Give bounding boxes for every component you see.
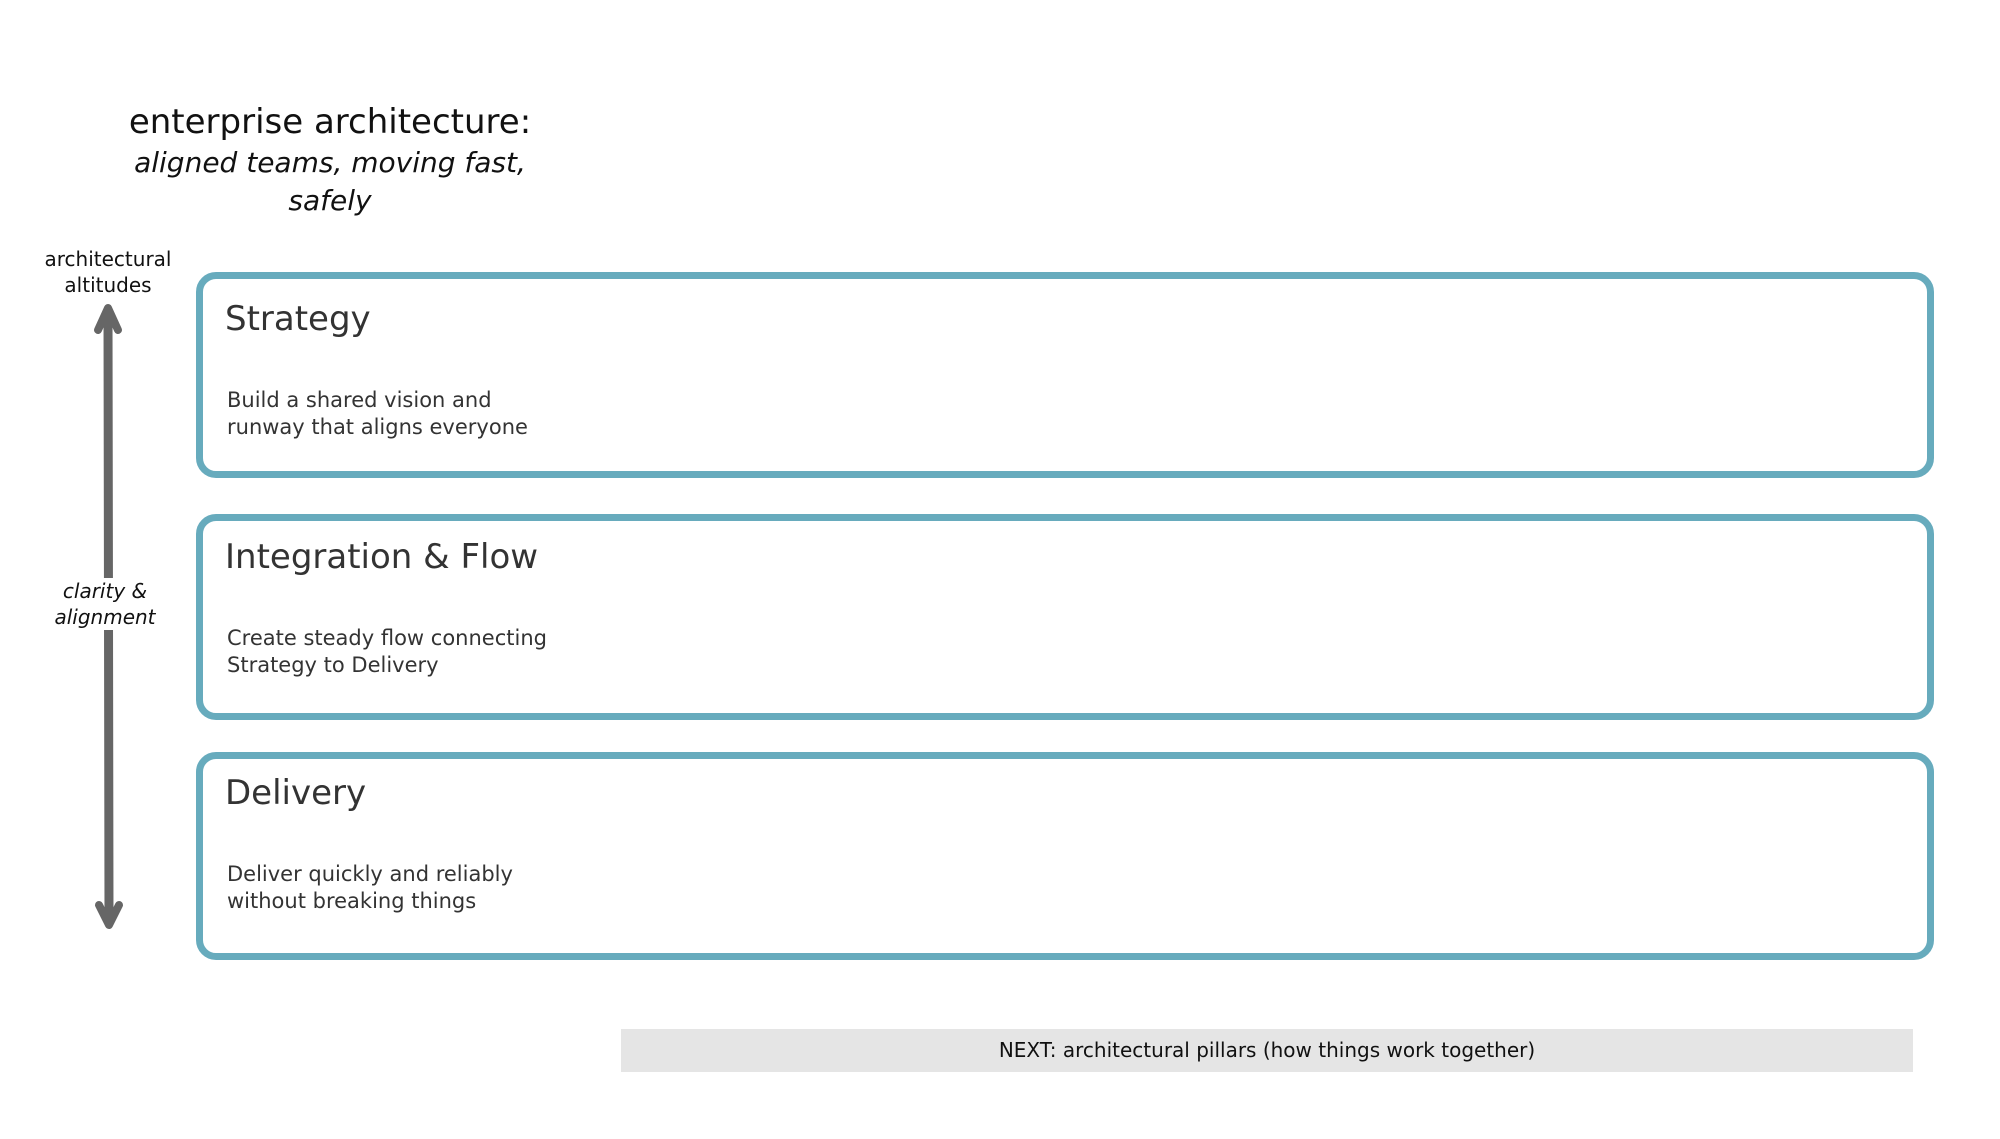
axis-label-altitudes: architectural altitudes <box>30 246 186 298</box>
layer-description: Build a shared vision and runway that al… <box>227 387 528 441</box>
axis-label-clarity: clarity & alignment <box>40 578 170 630</box>
layer-box-integration-flow: Integration & Flow Create steady flow co… <box>196 514 1934 720</box>
desc-line1: Build a shared vision and <box>227 388 492 412</box>
axis-label-line2: altitudes <box>64 273 152 297</box>
title-subtitle: aligned teams, moving fast, safely <box>134 146 526 217</box>
layer-title: Strategy <box>225 299 371 339</box>
next-section-banner: NEXT: architectural pillars (how things … <box>621 1029 1913 1072</box>
layer-box-strategy: Strategy Build a shared vision and runwa… <box>196 272 1934 478</box>
diagram-title: enterprise architecture: aligned teams, … <box>100 100 560 220</box>
desc-line2: without breaking things <box>227 889 477 913</box>
desc-line1: Create steady flow connecting <box>227 626 547 650</box>
axis-label-line1: architectural <box>44 247 172 271</box>
axis-mid-line1: clarity & <box>62 579 148 603</box>
axis-mid-line2: alignment <box>54 605 156 629</box>
layer-description: Deliver quickly and reliably without bre… <box>227 861 513 915</box>
desc-line2: runway that aligns everyone <box>227 415 528 439</box>
layer-description: Create steady flow connecting Strategy t… <box>227 625 547 679</box>
desc-line1: Deliver quickly and reliably <box>227 862 513 886</box>
layer-title: Delivery <box>225 773 367 813</box>
title-main: enterprise architecture: <box>128 102 532 142</box>
desc-line2: Strategy to Delivery <box>227 653 439 677</box>
layer-box-delivery: Delivery Deliver quickly and reliably wi… <box>196 752 1934 960</box>
layer-title: Integration & Flow <box>225 537 539 577</box>
